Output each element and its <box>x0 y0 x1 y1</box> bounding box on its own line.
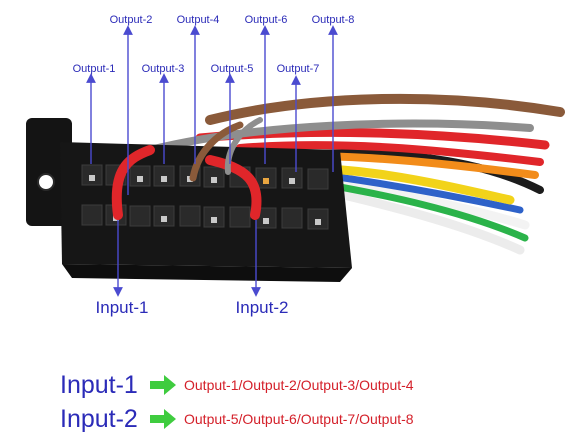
green-arrow-icon <box>150 375 176 395</box>
wire-gray <box>146 119 534 154</box>
label-output-4: Output-4 <box>177 14 220 26</box>
input-2-wire <box>205 155 262 220</box>
terminal-contacts <box>89 175 321 225</box>
output-labels: Output-1 Output-2 Output-3 Output-4 Outp… <box>73 14 355 75</box>
wire-brown <box>205 93 565 125</box>
legend-outputs-text: Output-1/Output-2/Output-3/Output-4 <box>184 377 414 393</box>
block-base <box>62 264 352 282</box>
label-output-5: Output-5 <box>211 63 254 75</box>
label-output-6: Output-6 <box>245 14 288 26</box>
legend-input-label: Input-1 <box>60 370 138 399</box>
output-5-wire <box>224 117 263 175</box>
label-output-2: Output-2 <box>110 14 153 26</box>
green-arrow-icon <box>150 409 176 429</box>
label-input-1: Input-1 <box>96 298 149 317</box>
label-output-7: Output-7 <box>277 63 320 75</box>
input-labels: Input-1 Input-2 <box>96 298 289 317</box>
label-output-1: Output-1 <box>73 63 116 75</box>
pointer-arrows <box>86 25 338 297</box>
legend-row-2: Input-2 Output-5/Output-6/Output-7/Outpu… <box>60 404 414 434</box>
label-input-2: Input-2 <box>236 298 289 317</box>
input-wires <box>111 117 263 220</box>
wire-red-2 <box>236 141 544 166</box>
label-output-8: Output-8 <box>312 14 355 26</box>
legend-input-label: Input-2 <box>60 404 138 433</box>
input-1-wire <box>111 145 155 220</box>
label-output-3: Output-3 <box>142 63 185 75</box>
legend-row-1: Input-1 Output-1/Output-2/Output-3/Outpu… <box>60 370 414 400</box>
mount-hole <box>37 173 55 191</box>
output-4-wire <box>189 121 244 182</box>
legend-outputs-text: Output-5/Output-6/Output-7/Output-8 <box>184 411 414 427</box>
